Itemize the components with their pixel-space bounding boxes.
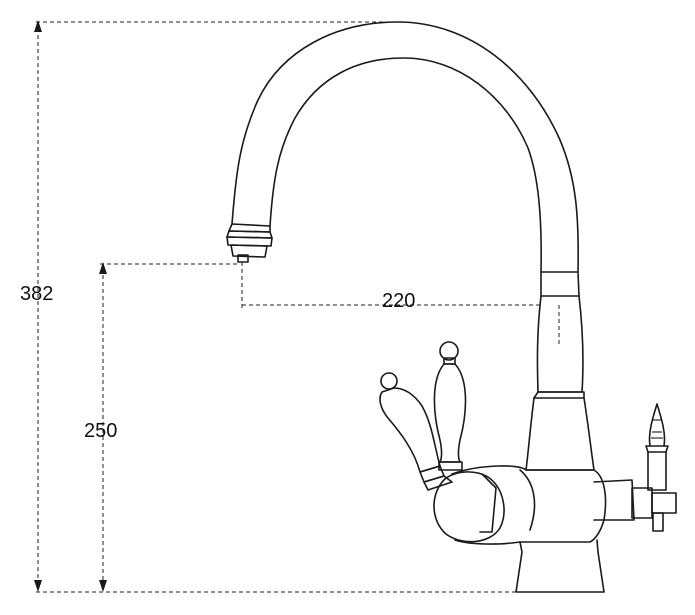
mixer-ball (433, 471, 505, 543)
mixer-cap (479, 473, 497, 533)
filter-valve (593, 403, 677, 532)
lower-column (533, 391, 585, 399)
spout-height-arrow-bottom (99, 580, 107, 592)
overall-height-arrow-top (34, 20, 42, 32)
spout-height-arrow-top (99, 262, 107, 274)
base (515, 539, 605, 593)
spout-collar (540, 271, 580, 297)
dimension-lines (34, 20, 604, 593)
spout-height-label: 250 (84, 420, 117, 442)
aerator-nozzle (226, 223, 273, 263)
spout-reach-label: 220 (382, 290, 415, 312)
overall-height-label: 382 (20, 283, 53, 305)
angled-lever-handle (379, 372, 453, 491)
main-column (525, 397, 595, 471)
spout-inner-edge (269, 57, 542, 273)
upper-body (536, 295, 584, 393)
tall-lever-handle (433, 341, 467, 471)
spout-outer-edge (231, 21, 579, 273)
faucet (226, 21, 677, 593)
overall-height-arrow-bottom (34, 580, 42, 592)
mixer-body (451, 465, 607, 545)
